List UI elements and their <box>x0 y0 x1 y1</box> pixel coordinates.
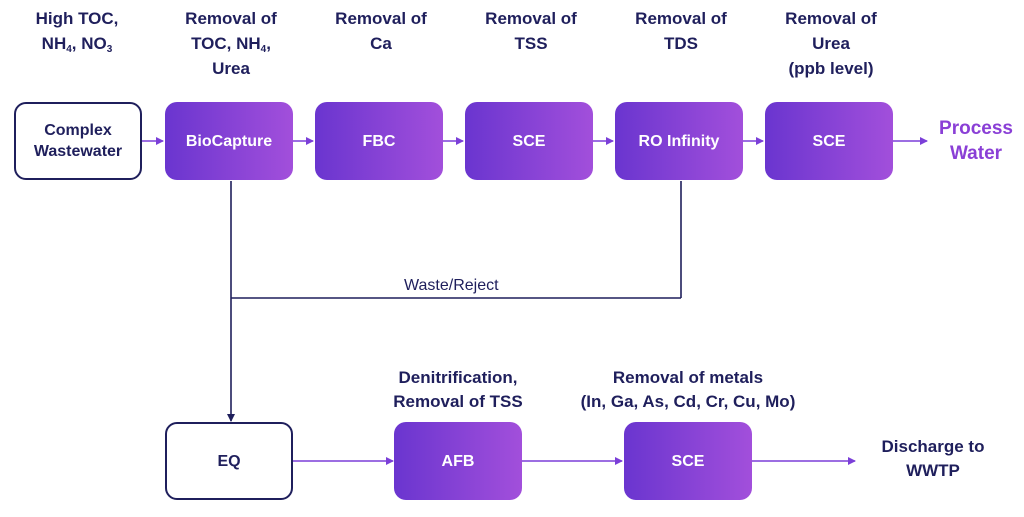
header-sce-urea: Removal of Urea (ppb level) <box>785 9 877 78</box>
fbc-box: FBC <box>315 102 443 180</box>
header-influent: High TOC, NH4, NO3 <box>0 6 154 56</box>
header-sce-tss: Removal of TSS <box>485 9 577 53</box>
header-afb: Denitrification, Removal of TSS <box>393 368 523 411</box>
header-ro: Removal of TDS <box>635 9 727 53</box>
sce-box-metals: SCE <box>624 422 752 500</box>
discharge-wwtp-label: Discharge to WWTP <box>881 437 985 480</box>
waste-reject-label: Waste/Reject <box>404 277 499 294</box>
biocapture-box: BioCapture <box>165 102 293 180</box>
eq-box: EQ <box>165 422 293 500</box>
complex-wastewater-box: Complex Wastewater <box>14 102 142 180</box>
afb-box: AFB <box>394 422 522 500</box>
header-influent-line2: NH4, NO3 <box>41 34 113 55</box>
sce-box-urea: SCE <box>765 102 893 180</box>
header-influent-line1: High TOC, <box>35 9 119 28</box>
process-water-label: Process Water <box>939 118 1013 164</box>
header-biocapture: Removal of TOC, NH4, Urea <box>185 9 277 78</box>
ro-infinity-box: RO Infinity <box>615 102 743 180</box>
header-fbc: Removal of Ca <box>335 9 427 53</box>
header-sce-metals: Removal of metals (In, Ga, As, Cd, Cr, C… <box>580 368 796 411</box>
sce-box-tss: SCE <box>465 102 593 180</box>
